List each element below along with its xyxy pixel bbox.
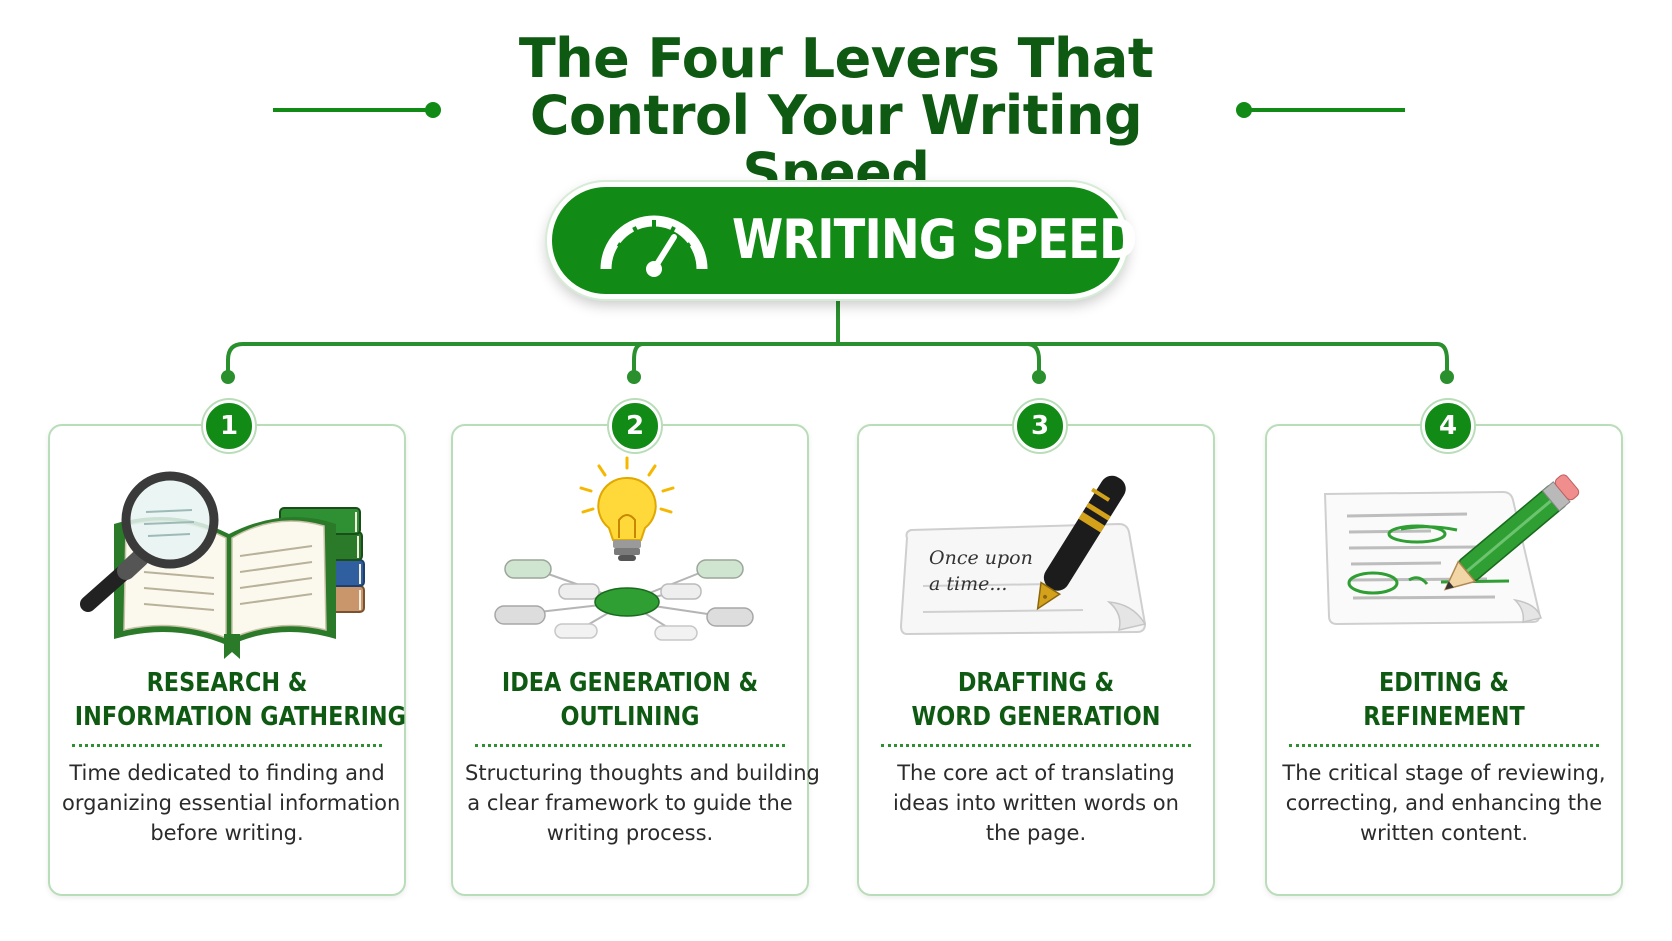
lever-desc-line: writing process. xyxy=(546,821,714,845)
branch-1 xyxy=(226,342,244,376)
lever-number-badge-4: 4 xyxy=(1422,400,1474,452)
lever-card-research: RESEARCH & INFORMATION GATHERING Time de… xyxy=(48,424,406,896)
lever-desc-line: Structuring thoughts and building xyxy=(465,761,820,785)
lever-desc-line: Time dedicated to finding and xyxy=(69,761,385,785)
lever-title-line: INFORMATION GATHERING xyxy=(74,702,406,732)
lightbulb xyxy=(597,476,657,561)
dotted-divider xyxy=(72,744,382,747)
title-rule-left-dot xyxy=(425,102,441,118)
lever-title-line: RESEARCH & xyxy=(146,668,308,698)
speedometer-icon xyxy=(600,215,708,277)
lever-title-line: OUTLINING xyxy=(560,702,700,732)
lever-title-research: RESEARCH & INFORMATION GATHERING xyxy=(74,666,406,734)
page-title-line-1: The Four Levers That xyxy=(518,27,1154,90)
paper-sheet: Once upon a time... xyxy=(899,522,1147,636)
dotted-divider xyxy=(1289,744,1599,747)
branch-dot-4 xyxy=(1440,370,1454,384)
lever-desc-line: organizing essential information xyxy=(62,791,401,815)
illustration-text-line-2: a time... xyxy=(929,573,1007,595)
lever-description-research: Time dedicated to finding and organizing… xyxy=(62,758,401,848)
lever-title-line: EDITING & xyxy=(1378,668,1510,698)
branch-connectors xyxy=(226,301,1449,376)
branch-2 xyxy=(632,342,644,376)
lever-title-editing: EDITING & REFINEMENT xyxy=(1292,666,1596,734)
lever-card-idea-generation: IDEA GENERATION & OUTLINING Structuring … xyxy=(451,424,820,896)
green-pencil xyxy=(1443,474,1580,591)
branch-3 xyxy=(1026,342,1041,376)
lever-desc-line: the page. xyxy=(985,821,1087,845)
lightbulb-mindmap-icon xyxy=(494,456,754,641)
mindmap-nodes xyxy=(494,559,754,641)
lever-description-editing: The critical stage of reviewing, correct… xyxy=(1279,758,1609,848)
branch-end-dots xyxy=(221,370,1454,384)
pencil-editing-icon xyxy=(1323,474,1580,626)
lever-desc-line: written content. xyxy=(1359,821,1529,845)
lever-desc-line: ideas into written words on xyxy=(893,791,1179,815)
lever-description-idea-generation: Structuring thoughts and building a clea… xyxy=(465,758,820,848)
magnifier-books-icon xyxy=(80,471,365,659)
lever-desc-line: The core act of translating xyxy=(897,761,1175,785)
lever-desc-line: before writing. xyxy=(150,821,304,845)
branch-dot-1 xyxy=(221,370,235,384)
dotted-divider xyxy=(475,744,785,747)
lever-desc-line: The critical stage of reviewing, xyxy=(1282,761,1606,785)
branch-dot-2 xyxy=(627,370,641,384)
lever-title-line: WORD GENERATION xyxy=(911,702,1161,732)
lever-title-line: REFINEMENT xyxy=(1363,702,1525,732)
lever-number-badge-1: 1 xyxy=(203,400,255,452)
hub-label: WRITING SPEED xyxy=(732,208,1138,271)
lever-title-line: IDEA GENERATION & xyxy=(501,668,759,698)
lever-title-drafting: DRAFTING & WORD GENERATION xyxy=(884,666,1188,734)
branch-4 xyxy=(1436,342,1449,376)
edited-sheet xyxy=(1323,490,1542,626)
page-title: The Four Levers That Control Your Writin… xyxy=(436,30,1236,201)
fountain-pen-paper-icon: Once upon a time... xyxy=(899,475,1147,636)
dotted-divider xyxy=(881,744,1191,747)
magnifier xyxy=(80,471,219,612)
lever-desc-line: a clear framework to guide the xyxy=(467,791,793,815)
title-rule-right-dot xyxy=(1236,102,1252,118)
lever-card-editing: EDITING & REFINEMENT The critical stage … xyxy=(1265,424,1623,896)
branch-dot-3 xyxy=(1032,370,1046,384)
lever-desc-line: correcting, and enhancing the xyxy=(1285,791,1603,815)
bulb-rays xyxy=(579,456,675,514)
lever-card-drafting: Once upon a time... DRAFTING & WORD GENE… xyxy=(857,424,1215,896)
lever-number-badge-2: 2 xyxy=(609,400,661,452)
lever-title-idea-generation: IDEA GENERATION & OUTLINING xyxy=(478,666,782,734)
illustration-text-line-1: Once upon xyxy=(929,547,1033,569)
lever-number-badge-3: 3 xyxy=(1014,400,1066,452)
fountain-pen xyxy=(1036,475,1126,611)
writing-speed-hub: WRITING SPEED xyxy=(547,182,1138,299)
lever-description-drafting: The core act of translating ideas into w… xyxy=(871,758,1201,848)
lever-title-line: DRAFTING & xyxy=(957,668,1115,698)
